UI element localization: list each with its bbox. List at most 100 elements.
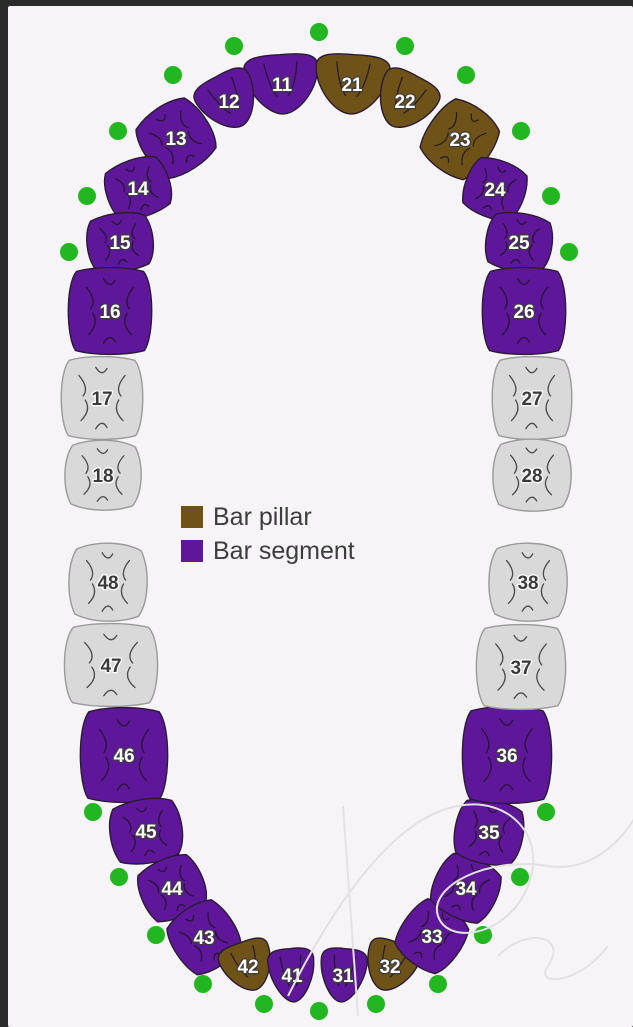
tooth-crown: [103, 155, 173, 221]
implant-dot: [474, 926, 492, 944]
tooth-fissure: [525, 366, 538, 374]
tooth-fissure: [125, 166, 136, 172]
tooth-crown: [475, 623, 567, 711]
implant-dot: [310, 23, 328, 41]
tooth-number-label: 34: [455, 879, 477, 900]
tooth-fissure: [532, 228, 540, 244]
tooth-fissure: [117, 455, 125, 474]
tooth-fissure: [115, 178, 126, 193]
tooth-fissure: [146, 166, 152, 183]
tooth-number-label: 16: [99, 302, 120, 323]
legend-item-bar-segment: Bar segment: [181, 537, 355, 565]
tooth-fissure: [207, 911, 216, 929]
tooth-fissure: [252, 944, 257, 975]
tooth-27[interactable]: 27: [491, 355, 573, 441]
tooth-17[interactable]: 17: [60, 355, 144, 441]
implant-dot: [109, 122, 127, 140]
tooth-fissure: [116, 719, 131, 727]
legend-item-bar-pillar: Bar pillar: [181, 503, 355, 531]
tooth-fissure: [103, 689, 118, 697]
tooth-fissure: [176, 903, 186, 912]
tooth-31[interactable]: 31: [318, 947, 368, 1004]
tooth-number-label: 27: [521, 389, 542, 410]
tooth-22[interactable]: 22: [365, 63, 444, 140]
tooth-26[interactable]: 26: [481, 266, 567, 356]
tooth-crown: [491, 355, 573, 441]
tooth-fissure: [85, 286, 94, 310]
tooth-fissure: [207, 89, 231, 114]
bar-segment-swatch: [181, 540, 203, 562]
tooth-crown: [86, 211, 155, 273]
tooth-47[interactable]: 47: [63, 622, 159, 708]
tooth-number-label: 41: [281, 966, 303, 987]
tooth-fissure: [140, 203, 150, 211]
tooth-number-label: 31: [332, 966, 354, 987]
tooth-fissure: [434, 132, 449, 147]
tooth-number-label: 32: [379, 957, 400, 978]
tooth-fissure: [439, 156, 450, 164]
implant-dot: [512, 122, 530, 140]
tooth-number-label: 15: [109, 233, 131, 254]
tooth-48[interactable]: 48: [68, 542, 148, 622]
tooth-fissure: [495, 643, 504, 666]
tooth-37[interactable]: 37: [475, 623, 567, 711]
tooth-fissure: [125, 193, 132, 210]
tooth-fissure: [336, 61, 347, 97]
implant-dot: [60, 243, 78, 261]
tooth-fissure: [187, 130, 203, 145]
tooth-21[interactable]: 21: [313, 52, 391, 117]
tooth-number-label: 17: [91, 389, 112, 410]
tooth-15[interactable]: 15: [83, 209, 157, 276]
tooth-fissure: [158, 809, 164, 828]
tooth-crown: [217, 937, 271, 991]
tooth-fissure: [193, 945, 203, 962]
tooth-11[interactable]: 11: [243, 52, 321, 117]
tooth-fissure: [538, 643, 547, 666]
tooth-45[interactable]: 45: [105, 793, 187, 869]
tooth-fissure: [99, 228, 107, 244]
tooth-number-label: 13: [165, 129, 186, 150]
tooth-number-label: 36: [496, 746, 517, 767]
tooth-fissure: [126, 666, 136, 689]
tooth-fissure: [117, 259, 128, 265]
tooth-24[interactable]: 24: [457, 152, 533, 227]
legend-label-bar-segment: Bar segment: [213, 536, 355, 565]
tooth-44[interactable]: 44: [130, 847, 214, 928]
tooth-fissure: [540, 286, 549, 310]
tooth-28[interactable]: 28: [492, 438, 572, 512]
tooth-fissure: [158, 829, 168, 846]
tooth-fissure: [394, 76, 403, 110]
tooth-fissure: [499, 783, 514, 792]
tooth-fissure: [124, 312, 133, 336]
tooth-41[interactable]: 41: [267, 947, 317, 1004]
tooth-fissure: [507, 179, 517, 193]
tooth-fissure: [544, 476, 553, 496]
tooth-18[interactable]: 18: [64, 439, 142, 511]
tooth-fissure: [85, 559, 94, 581]
tooth-fissure: [160, 894, 167, 911]
tooth-36[interactable]: 36: [461, 705, 553, 805]
tooth-fissure: [536, 668, 545, 691]
tooth-fissure: [96, 448, 109, 455]
tooth-fissure: [547, 374, 556, 397]
tooth-46[interactable]: 46: [79, 706, 169, 804]
tooth-fissure: [474, 185, 485, 200]
tooth-fissure: [230, 952, 249, 978]
tooth-fissure: [83, 641, 93, 664]
tooth-14[interactable]: 14: [98, 150, 178, 226]
tooth-fissure: [448, 111, 458, 130]
tooth-16[interactable]: 16: [67, 266, 153, 356]
tooth-fissure: [185, 914, 195, 922]
tooth-number-label: 46: [113, 746, 134, 767]
tooth-number-label: 12: [218, 92, 239, 113]
tooth-12[interactable]: 12: [190, 63, 269, 140]
tooth-fissure: [186, 154, 195, 164]
tooth-fissure: [95, 366, 108, 374]
tooth-38[interactable]: 38: [488, 542, 568, 622]
tooth-number-label: 25: [508, 233, 530, 254]
tooth-fissure: [122, 559, 131, 581]
tooth-42[interactable]: 42: [215, 934, 281, 998]
tooth-fissure: [95, 422, 108, 430]
tooth-number-label: 14: [127, 179, 149, 200]
tooth-25[interactable]: 25: [482, 209, 556, 276]
